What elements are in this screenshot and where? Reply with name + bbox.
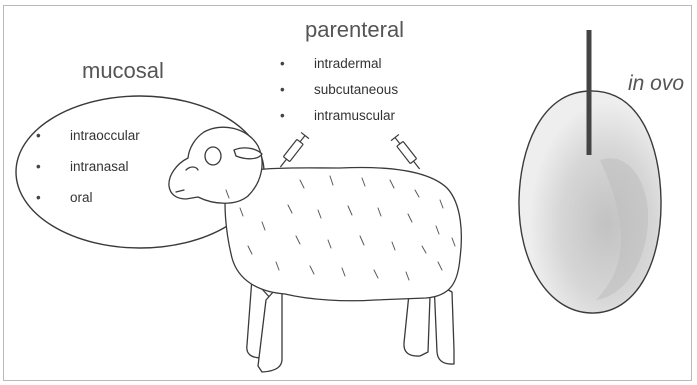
list-item: intramuscular (276, 106, 398, 132)
mucosal-route-list: intraoccular intranasal oral (32, 126, 140, 219)
list-item: oral (32, 188, 140, 219)
syringe-icon (276, 132, 309, 170)
list-item: intradermal (276, 54, 398, 80)
syringe-icon (391, 134, 424, 172)
parenteral-route-list: intradermal subcutaneous intramuscular (276, 54, 398, 132)
mucosal-title: mucosal (82, 58, 164, 84)
list-item: subcutaneous (276, 80, 398, 106)
list-item: intraoccular (32, 126, 140, 157)
in-ovo-title: in ovo (628, 72, 684, 96)
list-item: intranasal (32, 157, 140, 188)
parenteral-title: parenteral (305, 17, 404, 43)
sheep-illustration (169, 127, 461, 372)
